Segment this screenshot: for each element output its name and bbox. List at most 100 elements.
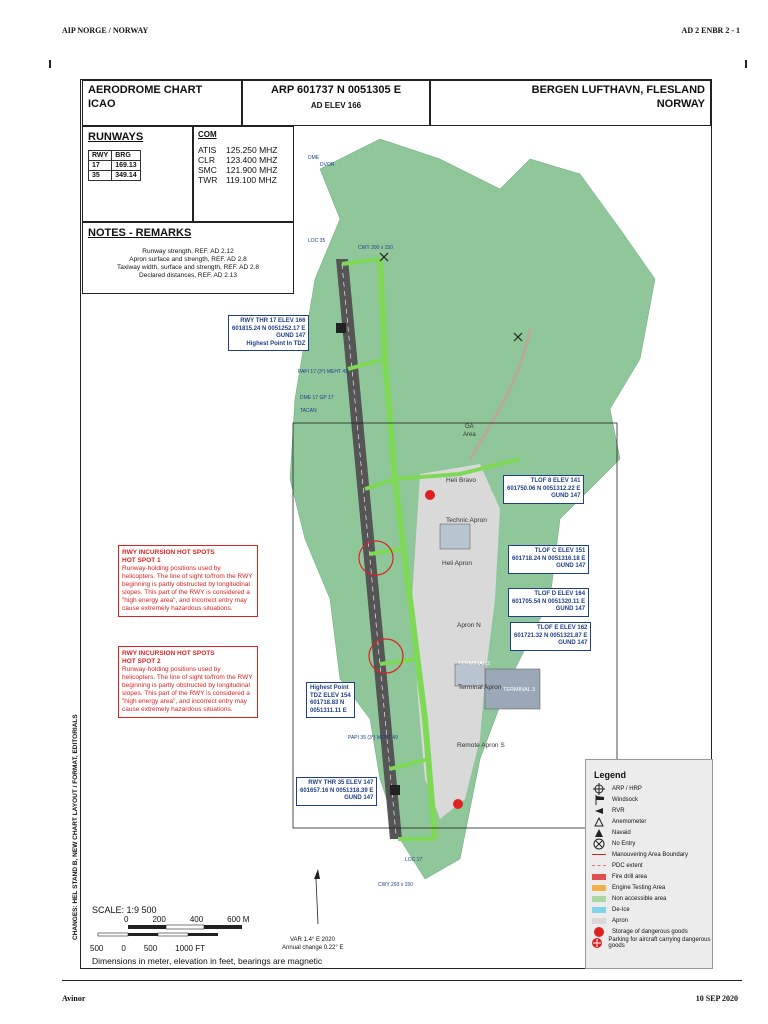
legend-label: Fire drill area [612,873,648,880]
arp-icon [586,782,612,795]
legend-label: RVR [612,807,625,814]
chart-standard: ICAO [88,98,116,110]
terminal3-label: TERMINAL 3 [503,687,535,693]
hot-spot-1-box: RWY INCURSION HOT SPOTS HOT SPOT 1 Runwa… [118,545,258,617]
rvr-icon [586,805,612,817]
col-rwy: RWY [87,150,113,161]
dme17-label: DME 17 GP 17 [300,395,334,401]
taxiway-b [347,357,386,371]
legend-item: Windsock [586,794,712,805]
rwy-17-marker [336,323,346,333]
remote-apron-label: Remote Apron S [457,742,505,749]
legend-label: Parking for aircraft carrying dangerous … [608,936,711,949]
no-entry-icon [379,252,389,262]
legend-label: Storage of dangerous goods [612,928,688,935]
swatch-icon [586,917,612,924]
navaid-icon [586,827,612,839]
legend-label: Windsock [612,796,639,803]
scale-title: SCALE: 1:9 500 [92,905,157,915]
loc35-label: LOC 35 [308,238,325,244]
heli-pad-icon [425,490,435,500]
airport-name: BERGEN LUFTHAVN, FLESLAND [531,84,705,96]
col-brg: BRG [111,150,141,161]
heli-apron-label: Heli Apron [442,560,472,567]
technic-apron-label: Technic Apron [446,517,487,524]
heli-pad-icon [453,799,463,809]
north-arrow-icon [314,869,320,879]
legend-label: ARP / HRP [612,785,642,792]
no-entry-icon [513,332,523,342]
scale-footer: Dimensions in meter, elevation in feet, … [92,956,323,966]
pdc-icon [586,865,612,866]
header-left: AIP NORGE / NORWAY [62,26,149,35]
variation-line1: VAR 1.4° E 2020 [290,937,335,943]
hot-spot-2-box: RWY INCURSION HOT SPOTS HOT SPOT 2 Runwa… [118,646,258,718]
inset-boundary [292,422,618,829]
swatch-icon [586,906,612,913]
runways-heading: RUNWAYS [88,131,144,143]
cwy-south-label: CWY 293 x 150 [378,882,413,888]
legend-item: Engine Testing Area [586,882,712,893]
terminal-building [454,663,486,687]
legend-label: De-Ice [612,906,630,913]
dvor-label: DVOR [320,162,335,168]
legend-item: Fire drill area [586,871,712,882]
legend-item: Manouvering Area Boundary [586,849,712,860]
notes-panel: NOTES - REMARKS Runway strength, REF. AD… [82,222,294,294]
apron-n-label: Apron N [457,622,481,629]
cwy-north-label: CWY 300 x 150 [358,245,393,251]
taxiway-d [369,547,403,556]
margin-tick [745,60,747,68]
loc17-label: LOC 17 [405,857,422,863]
legend-label: Apron [612,917,629,924]
noentry-icon [586,838,612,850]
title-block-center: ARP 601737 N 0051305 E AD ELEV 166 [242,80,430,126]
taxiway-a [341,257,381,266]
runway-17-35 [336,259,402,839]
hangar-building [439,523,471,550]
taxiway-e [379,657,419,666]
anemometer-icon [586,816,612,828]
legend-item: Apron [586,915,712,926]
variation-line2: Annual change 0.22° E [282,945,344,951]
swatch-icon [586,884,612,891]
boundary-icon [586,853,612,856]
legend-item: RVR [586,805,712,816]
legend-label: Manouvering Area Boundary [612,851,689,858]
footer-rule [62,980,742,981]
hot-spot-2-circle [368,638,404,674]
legend-label: Navaid [612,829,631,836]
legend-label: Non accessible area [612,895,667,902]
apron-area [412,464,500,819]
swatch-icon [586,895,612,902]
changes-note: CHANGES: HEL STAND B, NEW CHART LAYOUT /… [72,714,79,940]
aerodrome-map: CWY 300 x 150 CWY 293 x 150 DME DVOR TAC… [289,138,656,925]
taxiway-c [364,477,396,491]
ga-label: GA [465,424,474,430]
papi35-label: PAPI 35 (3°) MEHT 49 [348,735,398,741]
danger-icon [586,926,612,938]
chart-frame [80,79,712,969]
legend-label: No Entry [612,840,636,847]
legend-label: Engine Testing Area [612,884,666,891]
terminal-building [484,668,541,710]
chart-type: AERODROME CHART [88,84,203,96]
area-label: Area [463,432,476,438]
legend-title: Legend [594,770,627,780]
title-block-left: AERODROME CHART ICAO [82,80,242,126]
legend-item: PDC extent [586,860,712,871]
legend-item: De-Ice [586,904,712,915]
notes-heading: NOTES - REMARKS [88,227,192,239]
heli-bravo-label: Heli Bravo [446,477,476,484]
legend-item: No Entry [586,838,712,849]
